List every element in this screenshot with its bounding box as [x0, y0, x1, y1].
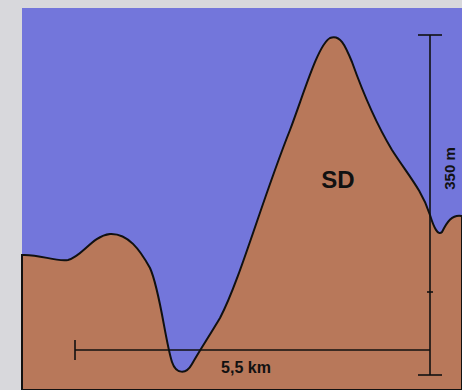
- width-dimension-label: 5,5 km: [221, 360, 271, 376]
- height-dimension: 350 m: [441, 147, 456, 190]
- width-dimension: [75, 340, 430, 360]
- terrain: [22, 37, 462, 390]
- region-label: SD: [321, 168, 354, 192]
- water-ground: [22, 8, 462, 390]
- height-bracket: [418, 35, 442, 375]
